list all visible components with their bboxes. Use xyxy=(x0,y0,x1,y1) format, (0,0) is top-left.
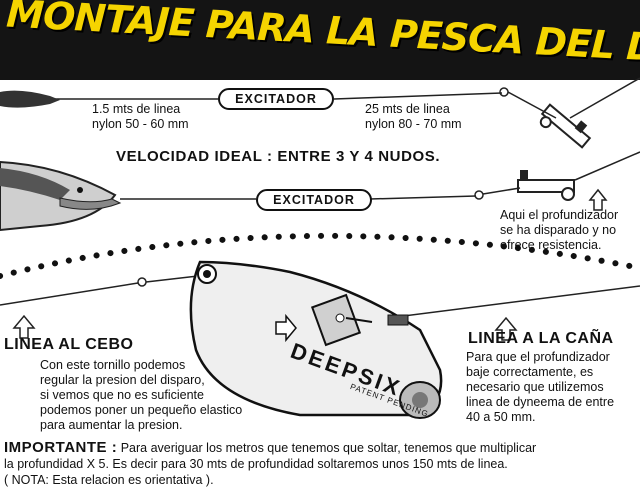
downrigger-released-icon xyxy=(517,170,575,201)
important-note: IMPORTANTE : Para averiguar los metros q… xyxy=(4,440,640,488)
right-line-spec: 25 mts de linea nylon 80 - 70 mm xyxy=(365,102,462,132)
tripped-note: Aqui el profundizador se ha disparado y … xyxy=(500,208,619,252)
up-arrow-icon xyxy=(12,314,36,339)
top-rig-drawing xyxy=(0,77,640,149)
important-line-3: ( NOTA: Esta relacion es orientativa ). xyxy=(4,473,214,487)
speed-heading: VELOCIDAD IDEAL : ENTRE 3 Y 4 NUDOS. xyxy=(116,148,441,165)
linea-cana-heading: LINEA A LA CAÑA xyxy=(468,330,614,347)
right-arrow-icon xyxy=(275,313,297,343)
linea-cebo-heading: LINEA AL CEBO xyxy=(4,336,134,353)
middle-rig-drawing xyxy=(0,151,640,232)
right-line-length: 25 mts de linea xyxy=(365,102,450,116)
up-arrow-icon xyxy=(588,188,608,211)
downrigger-tripped-icon xyxy=(539,103,592,149)
left-line-nylon: nylon 50 - 60 mm xyxy=(92,117,189,131)
lure-icon xyxy=(0,90,60,108)
left-line-length: 1.5 mts de linea xyxy=(92,102,181,116)
deepsix-board-icon xyxy=(189,260,443,419)
important-label: IMPORTANTE : xyxy=(4,439,118,456)
important-line-2: la profundidad X 5. Es decir para 30 mts… xyxy=(4,457,508,471)
dotted-path xyxy=(0,232,640,279)
linea-cebo-text: Con este tornillo podemos regular la pre… xyxy=(40,358,243,432)
up-arrow-icon xyxy=(494,316,518,341)
swivel-icon xyxy=(499,87,509,97)
title-banner: MONTAJE PARA LA PESCA DEL DENTON xyxy=(0,0,640,80)
right-line-nylon: nylon 80 - 70 mm xyxy=(365,117,462,131)
bottom-rig-drawing xyxy=(0,260,640,419)
excitador-label-middle: EXCITADOR xyxy=(256,189,372,211)
important-line-1: Para averiguar los metros que tenemos qu… xyxy=(120,441,537,455)
excitador-label-top: EXCITADOR xyxy=(218,88,334,110)
linea-cana-text: Para que el profundizador baje correctam… xyxy=(466,350,615,424)
left-line-spec: 1.5 mts de linea nylon 50 - 60 mm xyxy=(92,102,189,132)
